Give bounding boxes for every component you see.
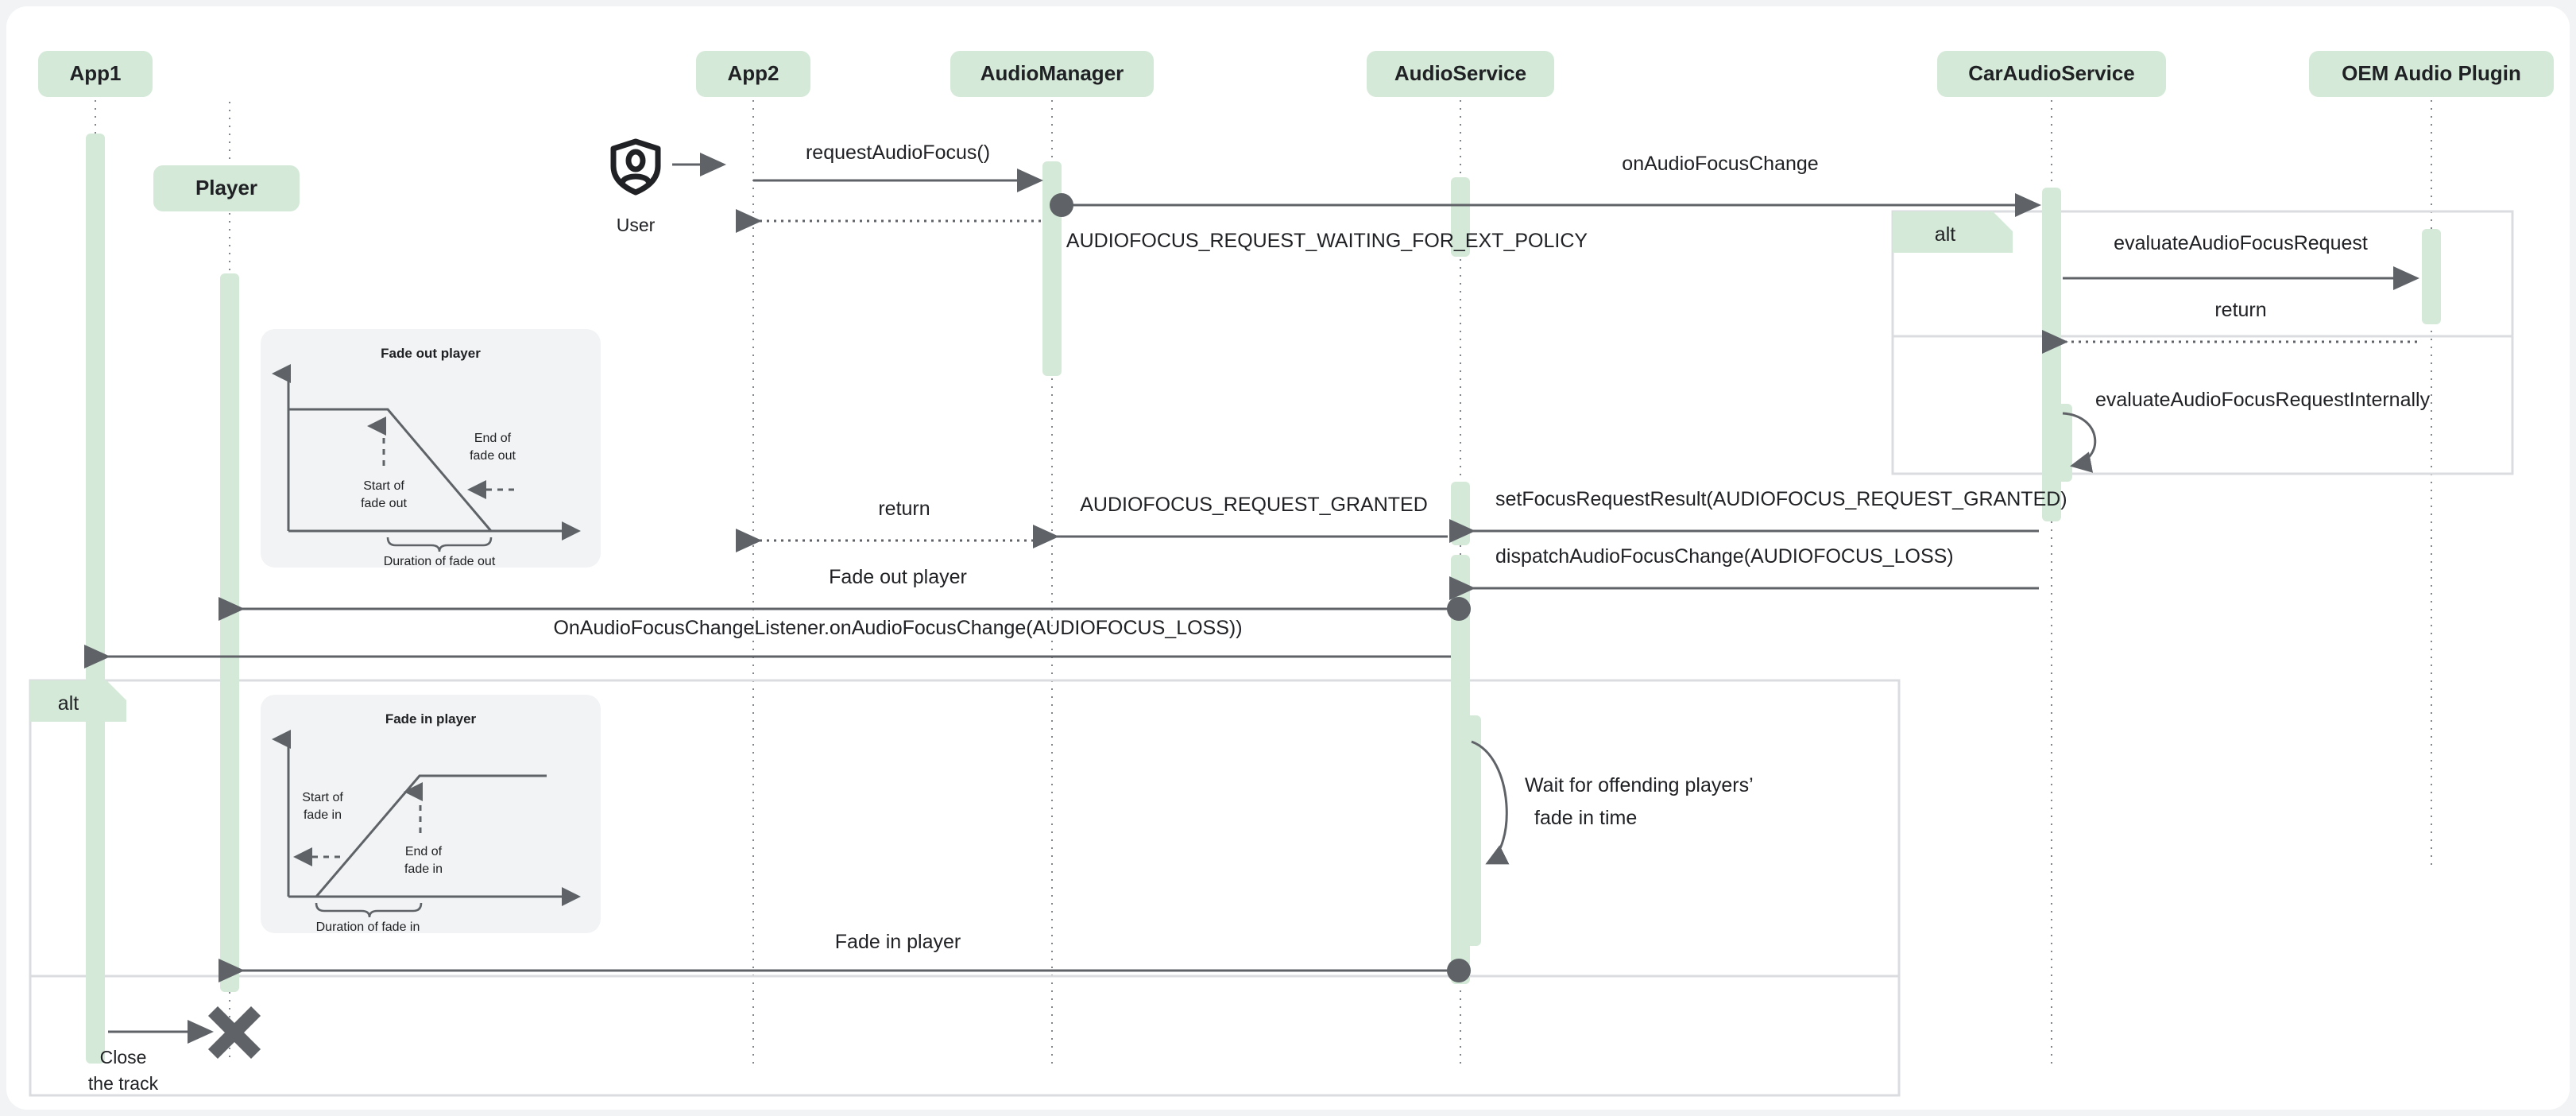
message-arrow-wait-fade-in-time xyxy=(1471,740,1510,865)
actor-box-player[interactable] xyxy=(153,165,300,211)
actor-label-app1: App1 xyxy=(70,61,122,85)
activation-audiomanager-1 xyxy=(1042,161,1062,376)
actor-box-app2[interactable] xyxy=(696,51,810,97)
message-label-return-audiomanager: return xyxy=(878,498,930,520)
message-label-dispatch-audio-focus-change: dispatchAudioFocusChange(AUDIOFOCUS_LOSS… xyxy=(1495,545,1954,568)
message-label-the-track: the track xyxy=(88,1073,159,1094)
chart-annot-end-fade-out-2: fade out xyxy=(470,449,516,463)
user-shield-icon xyxy=(610,138,661,196)
message-label-fade-in-player: Fade in player xyxy=(835,931,961,953)
chart-fade-out-player: Fade out player Start of fade out End of… xyxy=(261,329,601,568)
actor-label-app2: App2 xyxy=(728,61,779,85)
activation-app1 xyxy=(86,134,105,1064)
message-label-wait-fade-in-time-2: fade in time xyxy=(1534,807,1637,829)
actor-label-audioservice: AudioService xyxy=(1394,61,1526,85)
message-label-evaluate-audio-focus-request: evaluateAudioFocusRequest xyxy=(2114,232,2368,254)
activation-caraudioservice-self xyxy=(2053,404,2072,482)
chart-title-fade-in: Fade in player xyxy=(385,711,477,727)
actor-box-audiomanager[interactable] xyxy=(950,51,1154,97)
chart-annot-duration-fade-out: Duration of fade out xyxy=(384,555,496,568)
actor-box-app1[interactable] xyxy=(38,51,153,97)
chart-annot-start-fade-in-2: fade in xyxy=(304,808,342,822)
message-label-set-focus-request-result: setFocusRequestResult(AUDIOFOCUS_REQUEST… xyxy=(1495,488,2067,510)
message-label-audiofocus-request-granted: AUDIOFOCUS_REQUEST_GRANTED xyxy=(1080,494,1428,516)
chart-annot-end-fade-in-2: fade in xyxy=(404,862,443,876)
actor-headers: App1 Player App2 AudioManager AudioServi… xyxy=(38,51,2554,211)
actor-box-caraudioservice[interactable] xyxy=(1937,51,2166,97)
chart-annot-start-fade-in: Start of xyxy=(302,791,343,804)
message-label-return-oem: return xyxy=(2214,299,2266,321)
message-label-wait-fade-in-time: Wait for offending players’ xyxy=(1525,774,1754,796)
message-label-on-audio-focus-change-listener: OnAudioFocusChangeListener.onAudioFocusC… xyxy=(553,617,1242,639)
message-label-close: Close xyxy=(100,1047,147,1068)
actor-box-audioservice[interactable] xyxy=(1367,51,1554,97)
message-label-evaluate-internally: evaluateAudioFocusRequestInternally xyxy=(2095,389,2431,411)
activation-audioservice-2 xyxy=(1451,482,1470,545)
activation-oem xyxy=(2422,229,2441,324)
chart-annot-duration-fade-in: Duration of fade in xyxy=(316,920,420,934)
chart-annot-start-fade-out: Start of xyxy=(363,479,404,493)
chart-annot-end-fade-in: End of xyxy=(405,845,443,858)
message-label-fade-out-player: Fade out player xyxy=(829,566,967,588)
destroy-x-icon xyxy=(207,1006,261,1060)
chart-annot-start-fade-out-2: fade out xyxy=(361,497,407,510)
chart-annot-end-fade-out: End of xyxy=(474,432,512,445)
message-label-waiting-for-ext-policy: AUDIOFOCUS_REQUEST_WAITING_FOR_EXT_POLIC… xyxy=(1066,230,1588,252)
chart-title-fade-out: Fade out player xyxy=(381,346,481,361)
alt-fragment-right: alt xyxy=(1891,210,2514,475)
chart-fade-in-player: Fade in player Start of fade in End of f… xyxy=(261,695,601,934)
activation-audioservice-self xyxy=(1462,715,1481,946)
activation-player xyxy=(220,273,239,992)
message-label-request-audio-focus: requestAudioFocus() xyxy=(806,141,990,164)
actor-label-caraudioservice: CarAudioService xyxy=(1968,61,2135,85)
message-arrow-evaluate-internally xyxy=(2062,412,2097,473)
actor-label-player: Player xyxy=(195,176,257,200)
actor-label-audiomanager: AudioManager xyxy=(981,61,1124,85)
message-label-on-audio-focus-change: onAudioFocusChange xyxy=(1622,153,1818,175)
actor-label-oem: OEM Audio Plugin xyxy=(2342,61,2521,85)
user-actor-label: User xyxy=(617,215,656,235)
diagram-card: alt alt App1 Player App2 AudioManager Au… xyxy=(6,6,2570,1110)
actor-box-oem[interactable] xyxy=(2309,51,2554,97)
sequence-diagram-canvas: alt alt App1 Player App2 AudioManager Au… xyxy=(29,51,2554,1097)
alt-label-right: alt xyxy=(1935,223,1955,246)
alt-label-left: alt xyxy=(58,692,79,715)
